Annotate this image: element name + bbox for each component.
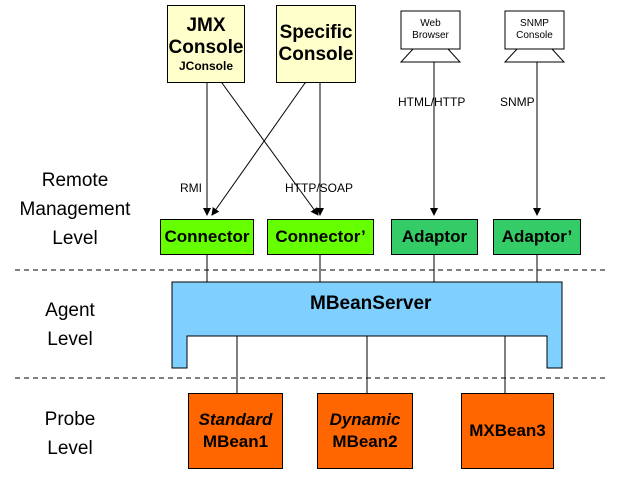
level-probe: Probe Level <box>44 409 96 459</box>
connector-box: Connector <box>160 219 254 255</box>
jmx-console-box: JMX Console JConsole <box>167 5 245 83</box>
adaptor-box: Adaptor <box>391 219 478 255</box>
arrow-specific-connector1 <box>211 74 313 216</box>
adaptor-prime-box: Adaptor’ <box>493 219 581 255</box>
web-browser-monitor-icon <box>399 10 462 63</box>
mbeanserver-label: MBeanServer <box>310 293 432 314</box>
mxbean3-box: MXBean3 <box>461 393 554 469</box>
level-agent: Agent Level <box>45 300 95 350</box>
specific-console-box: Specific Console <box>276 5 356 83</box>
mbean2-box: Dynamic MBean2 <box>317 393 413 469</box>
mbeanserver-shape <box>171 281 563 369</box>
protocol-rmi: RMI <box>180 181 202 195</box>
level-remote-management: Remote Management Level <box>19 170 131 249</box>
protocol-html-http: HTML/HTTP <box>398 95 466 109</box>
protocol-http-soap: HTTP/SOAP <box>285 181 354 195</box>
web-browser-label: Web Browser <box>412 18 449 41</box>
connector-prime-box: Connector’ <box>267 219 374 255</box>
protocol-snmp: SNMP <box>500 95 535 109</box>
snmp-console-monitor-icon <box>503 10 566 63</box>
snmp-console-label: SNMP Console <box>516 18 553 41</box>
arrow-jmx-connector2 <box>214 74 319 216</box>
mbean1-box: Standard MBean1 <box>188 393 283 469</box>
